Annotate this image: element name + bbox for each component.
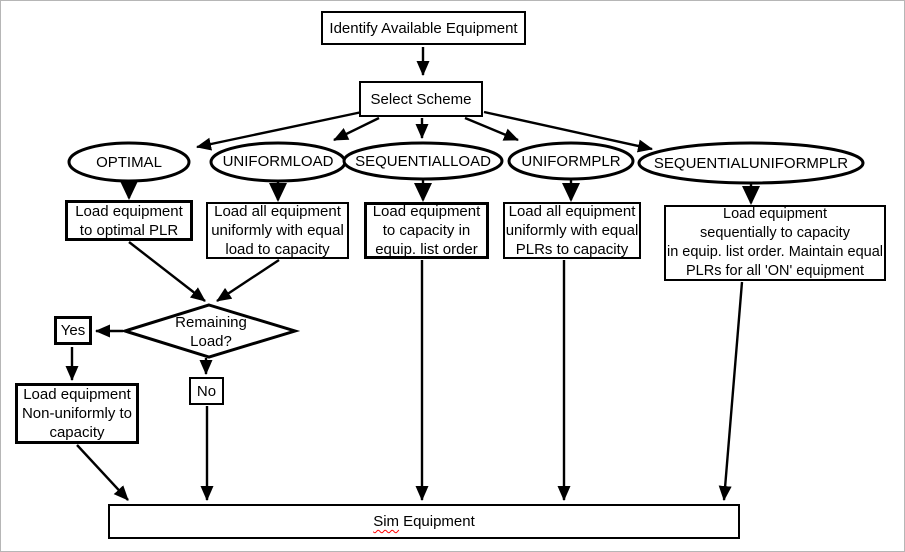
sequentialload-action-box: Load equipment to capacity in equip. lis… xyxy=(364,202,489,259)
scheme-uniformload-label: UNIFORMLOAD xyxy=(222,153,334,170)
scheme-sequniformplr-ellipse xyxy=(637,141,865,185)
no-label: No xyxy=(196,382,217,400)
uniformplr-action-label: Load all equipment uniformly with equal … xyxy=(505,203,639,258)
uniformload-action-box: Load all equipment uniformly with equal … xyxy=(206,202,349,259)
arrow-nonuniform-to-sim xyxy=(76,444,129,501)
scheme-uniformplr-label: UNIFORMPLR xyxy=(521,153,621,170)
arrow-select-to-uniformplr xyxy=(464,116,519,142)
remaining-load-diamond xyxy=(119,303,301,359)
optimal-action-box: Load equipment to optimal PLR xyxy=(65,200,193,241)
yes-box: Yes xyxy=(54,316,92,345)
sim-equipment-box: Sim Equipment xyxy=(108,504,740,539)
non-uniform-action-label: Load equipment Non-uniformly to capacity xyxy=(21,386,133,441)
scheme-optimal-label: OPTIMAL xyxy=(96,154,162,171)
uniformload-action-label: Load all equipment uniformly with equal … xyxy=(211,203,344,258)
sequentialuniformplr-action-box: Load equipment sequentially to capacity … xyxy=(664,205,886,281)
non-uniform-action-box: Load equipment Non-uniformly to capacity xyxy=(15,383,139,444)
sim-equipment-label-rest: Equipment xyxy=(403,513,475,530)
scheme-optimal-ellipse xyxy=(67,141,191,183)
arrow-select-to-optimal xyxy=(196,110,363,151)
remaining-load-label: Remaining Load? xyxy=(175,314,247,350)
identify-equipment-box: Identify Available Equipment xyxy=(321,11,526,45)
scheme-sequentialload-label: SEQUENTIALLOAD xyxy=(355,153,491,170)
arrow-uniformload-action-to-decision xyxy=(216,258,280,303)
uniformplr-action-box: Load all equipment uniformly with equal … xyxy=(503,202,641,259)
scheme-sequentialuniformplr-label: SEQUENTIALUNIFORMPLR xyxy=(653,155,849,172)
arrow-sequniformplr-action-to-sim xyxy=(718,281,744,501)
arrow-select-to-sequniformplr xyxy=(483,110,653,153)
scheme-sequentialload-ellipse xyxy=(342,141,504,181)
select-scheme-box: Select Scheme xyxy=(359,81,483,117)
scheme-uniformplr-ellipse xyxy=(507,141,635,181)
identify-equipment-label: Identify Available Equipment xyxy=(329,19,518,37)
sim-equipment-label-sim: Sim xyxy=(373,513,400,530)
sequentialload-action-label: Load equipment to capacity in equip. lis… xyxy=(372,203,481,258)
sequentialuniformplr-action-label: Load equipment sequentially to capacity … xyxy=(666,206,884,279)
optimal-action-label: Load equipment to optimal PLR xyxy=(75,202,183,239)
select-scheme-label: Select Scheme xyxy=(370,90,472,108)
arrow-optimal-action-to-decision xyxy=(128,241,206,302)
no-box: No xyxy=(189,377,224,405)
arrow-select-to-uniformload xyxy=(333,116,380,142)
yes-label: Yes xyxy=(60,322,86,339)
